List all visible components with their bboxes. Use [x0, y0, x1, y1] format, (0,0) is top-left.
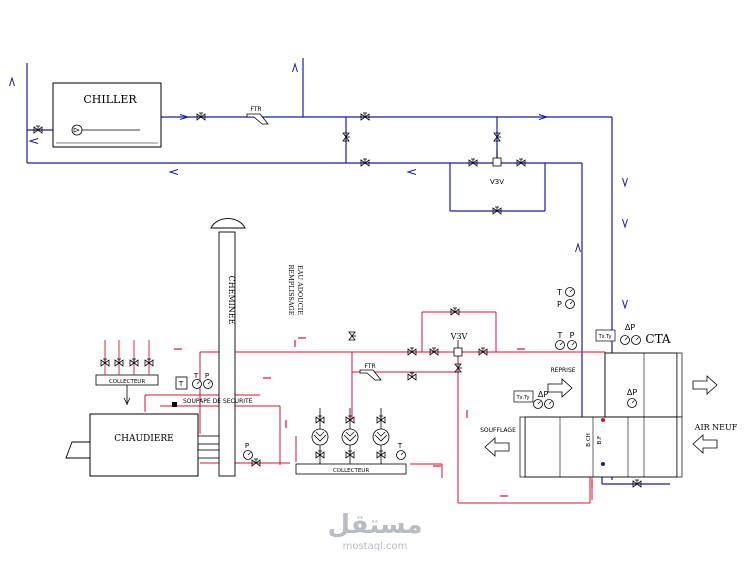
cold-gauges: T P [556, 287, 575, 309]
svg-text:P: P [570, 331, 575, 340]
svg-text:FTR: FTR [364, 363, 375, 370]
cta-instruments: Tx.Ty ΔP Tx.Ty ΔP ΔP [513, 323, 641, 409]
svg-text:SOUFFLAGE: SOUFFLAGE [480, 427, 516, 434]
boiler[interactable]: CHAUDIERE [65, 413, 220, 477]
chimney-label: CHEMINEE [227, 276, 236, 325]
svg-text:B.CH: B.CH [586, 433, 592, 447]
coil-labels: B.CH B.F [586, 418, 605, 466]
ahu-cta[interactable]: CTA [519, 332, 683, 478]
watermark: مستقل mostaql.com [327, 510, 422, 552]
svg-text:V3V: V3V [450, 332, 468, 341]
svg-text:Tx.Ty: Tx.Ty [516, 395, 530, 401]
svg-text:B.F: B.F [597, 436, 603, 445]
svg-text:REMPLISSAGE: REMPLISSAGE [287, 265, 295, 316]
svg-text:COLLECTEUR: COLLECTEUR [109, 379, 145, 385]
chiller-label: CHILLER [83, 93, 137, 106]
chiller-unit[interactable]: CHILLER [52, 82, 162, 148]
three-way-valve-top[interactable]: V3V [490, 150, 504, 186]
boiler-pressure-gauge: P [243, 442, 261, 467]
svg-text:ΔP: ΔP [627, 388, 637, 397]
air-flows: REPRISE SOUFFLAGE AIR NEUF [480, 367, 738, 457]
svg-text:P: P [205, 372, 209, 380]
cta-label: CTA [645, 332, 671, 346]
hot-gauges: T P [555, 331, 577, 350]
svg-text:T: T [556, 288, 562, 297]
svg-text:EAU ADOUCIE: EAU ADOUCIE [296, 265, 304, 315]
svg-text:P: P [245, 442, 249, 450]
filter-top-label: FTR [250, 106, 261, 113]
svg-text:T: T [178, 380, 184, 388]
hot-water-flow-marks [174, 337, 593, 497]
watermark-url: mostaql.com [343, 541, 408, 552]
three-way-valve-mid[interactable]: V3V [450, 332, 468, 357]
collector-lower: COLLECTEUR T [295, 442, 407, 475]
fill-label: REMPLISSAGE EAU ADOUCIE [287, 265, 304, 316]
svg-text:ΔP: ΔP [538, 390, 548, 399]
filter-top[interactable]: FTR [246, 106, 269, 125]
svg-text:REPRISE: REPRISE [550, 367, 575, 374]
boiler-instruments: T T P [175, 372, 213, 390]
filter-mid[interactable]: FTR [359, 363, 382, 381]
boiler-label: CHAUDIERE [114, 434, 174, 444]
safety-valve[interactable]: SOUPAPE DE SECURITE [172, 398, 253, 407]
svg-text:COLLECTEUR: COLLECTEUR [333, 468, 369, 474]
svg-text:T: T [557, 331, 563, 340]
chiller-pump-icon[interactable] [71, 124, 140, 136]
collector-upper: COLLECTEUR [95, 340, 159, 405]
svg-text:T: T [193, 372, 199, 380]
safety-valve-label: SOUPAPE DE SECURITE [183, 398, 253, 405]
pump-group[interactable] [311, 408, 390, 465]
svg-text:ΔP: ΔP [625, 323, 635, 332]
svg-text:Tx.Ty: Tx.Ty [598, 334, 612, 340]
svg-text:P: P [557, 300, 562, 309]
chimney: CHEMINEE [210, 218, 246, 477]
svg-text:T: T [397, 442, 403, 450]
v3v-top-label: V3V [490, 178, 504, 186]
svg-text:AIR NEUF: AIR NEUF [694, 423, 738, 432]
watermark-arabic: مستقل [327, 510, 422, 540]
